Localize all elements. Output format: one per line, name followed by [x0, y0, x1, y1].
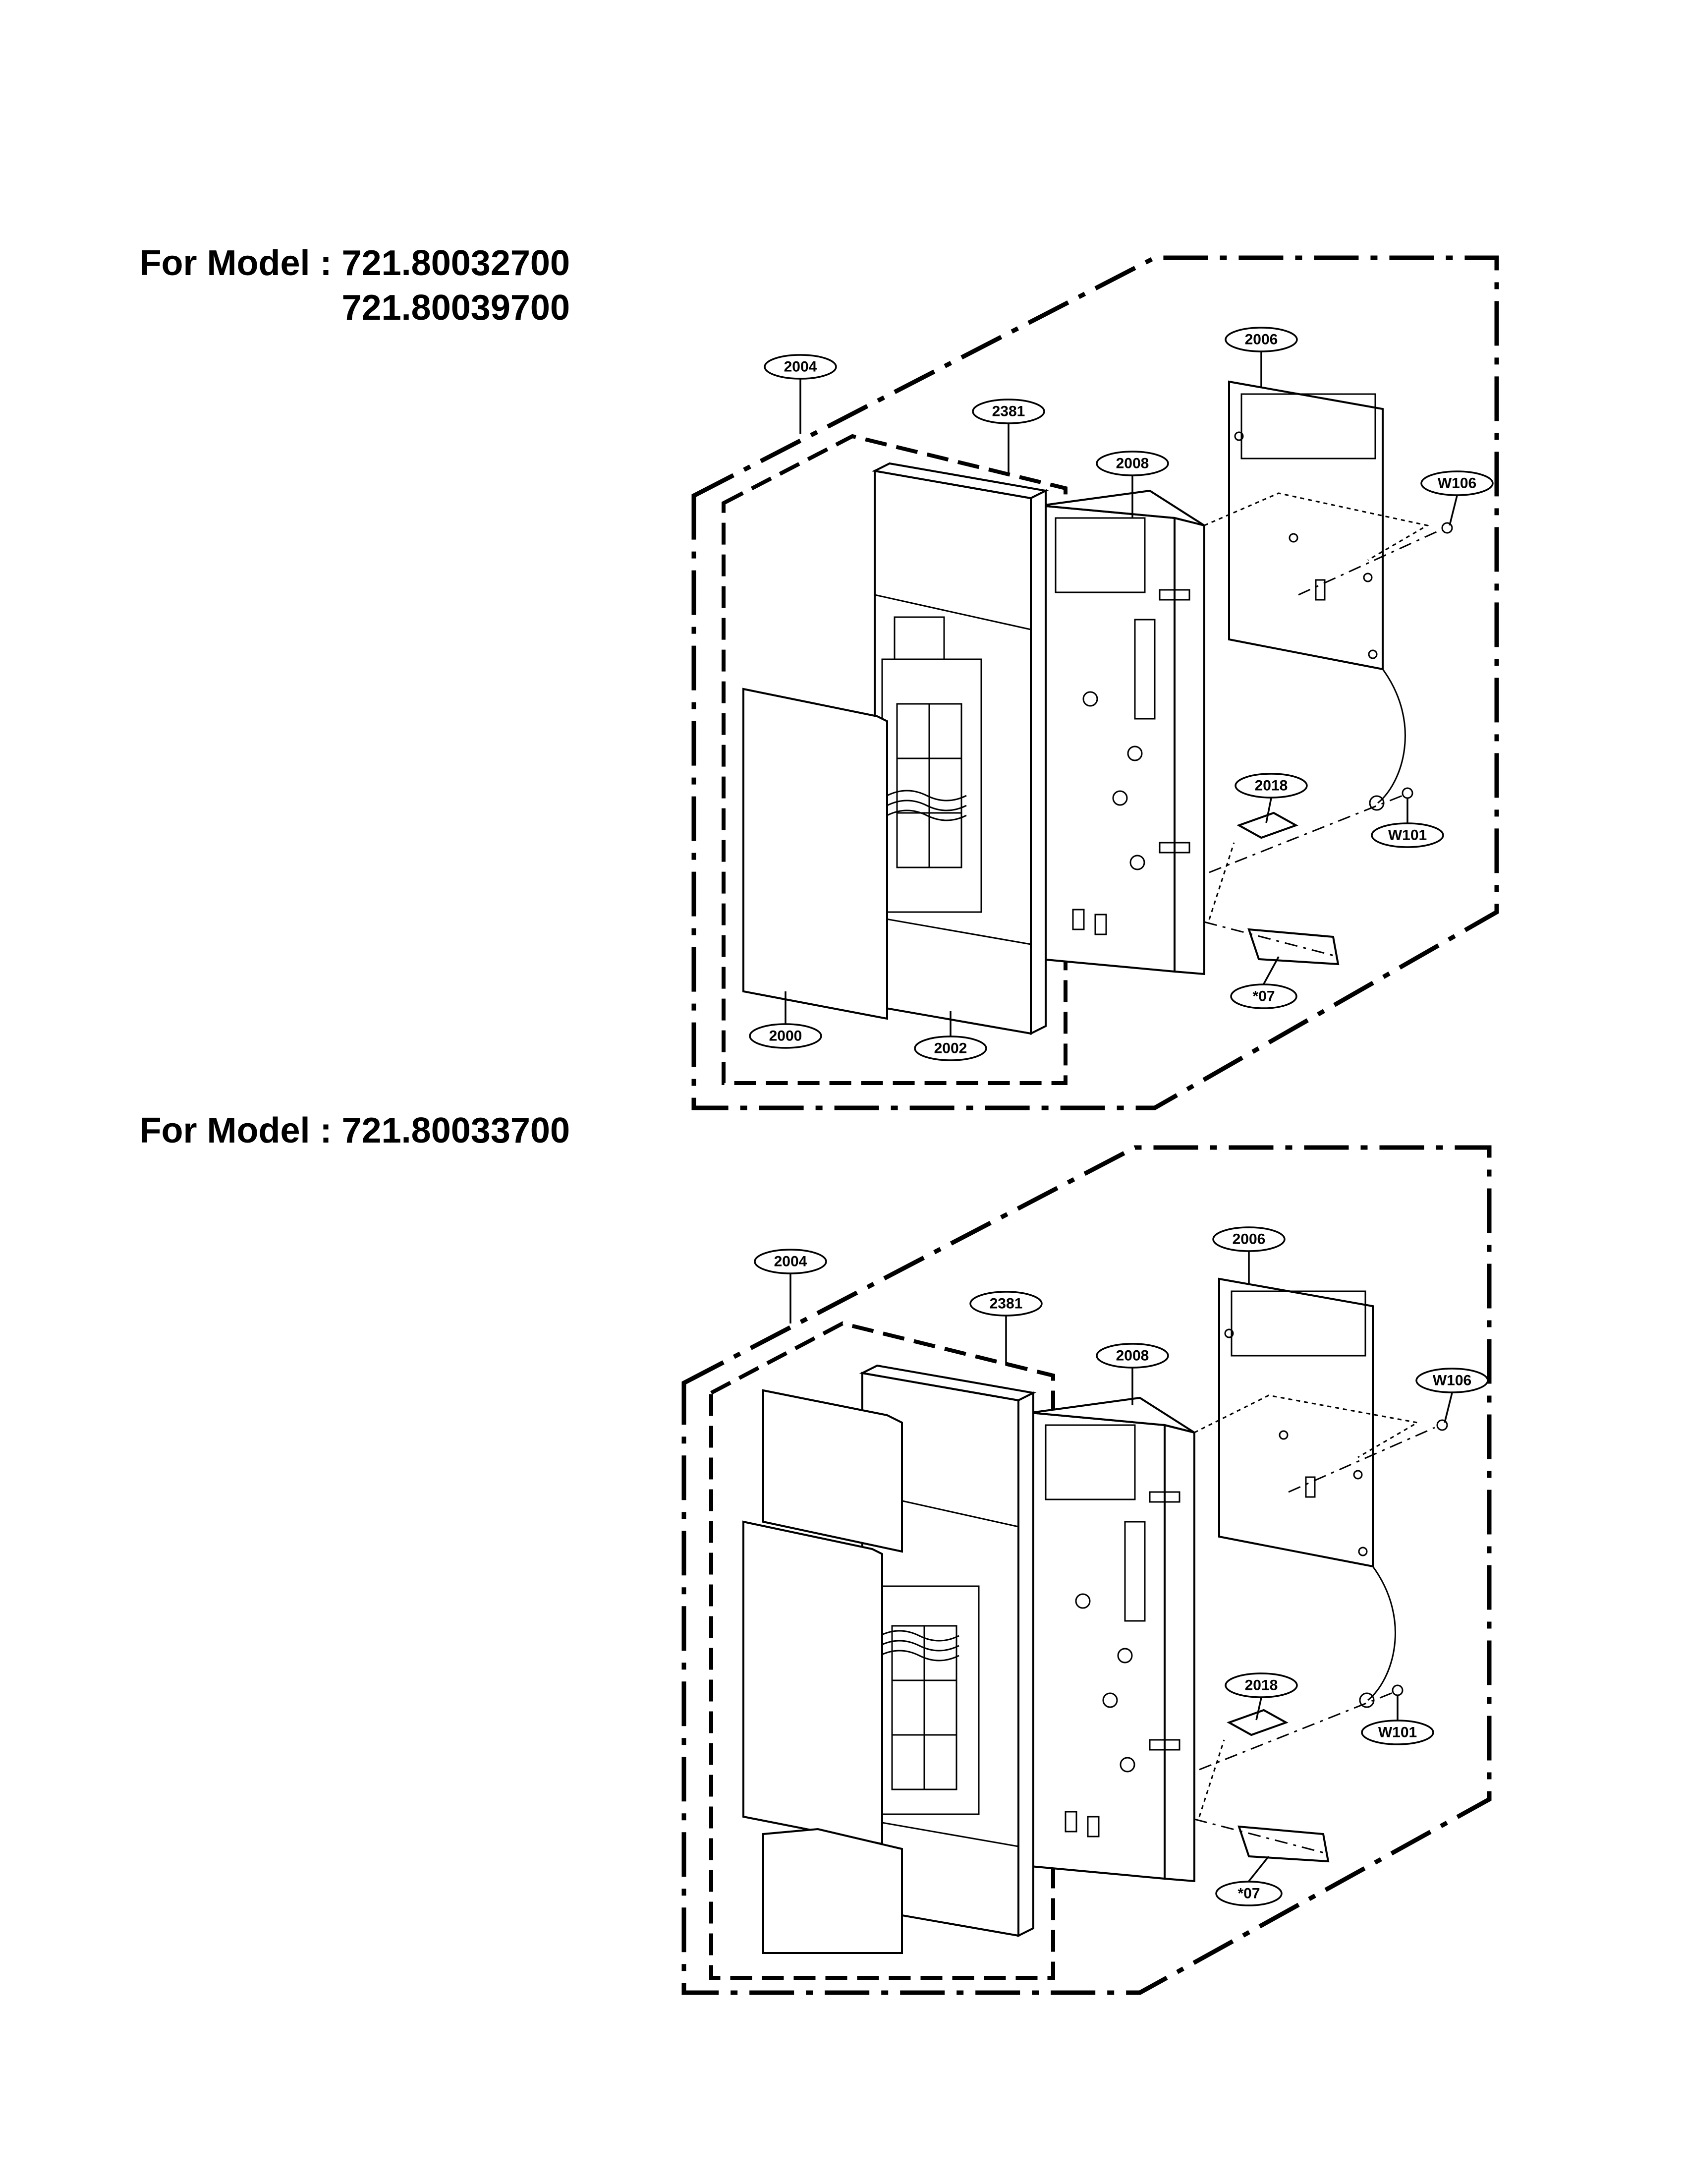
callout-2006: 2006 [1212, 1226, 1286, 1252]
bracket-part [1236, 811, 1298, 839]
screw-w101 [1402, 787, 1413, 799]
back-frame-part [1030, 1396, 1195, 1883]
svg-text:W106: W106 [1433, 1373, 1471, 1389]
svg-text:*07: *07 [1237, 1886, 1260, 1902]
callout-2004: 2004 [764, 354, 837, 380]
svg-text:2008: 2008 [1116, 1348, 1149, 1364]
callout-2381: 2381 [972, 399, 1045, 424]
screw-w106 [1436, 1419, 1448, 1431]
callout-w106: W106 [1420, 470, 1494, 496]
model-heading-1-second-line: 721.80039700 [341, 288, 570, 328]
callout-2018: 2018 [1235, 773, 1308, 799]
pcb-part [1204, 380, 1430, 671]
screw-w106 [1441, 522, 1453, 534]
ground-wire [1377, 669, 1406, 804]
filter-part [1247, 928, 1340, 966]
door-panel-part [742, 688, 888, 1020]
back-frame-part [1040, 489, 1205, 976]
top-cover-part [762, 1389, 903, 1553]
svg-text:2004: 2004 [774, 1254, 807, 1270]
callout-07: *07 [1230, 983, 1297, 1009]
callout-w106: W106 [1415, 1368, 1489, 1393]
svg-text:2000: 2000 [769, 1028, 802, 1044]
assembly-boundary [681, 1145, 1492, 1995]
bracket-part [1227, 1709, 1289, 1736]
screw-w101 [1392, 1684, 1404, 1696]
model-heading-2: For Model : 721.80033700 [139, 1111, 570, 1150]
svg-text:W106: W106 [1438, 475, 1476, 492]
svg-text:2006: 2006 [1233, 1231, 1266, 1248]
callout-2008: 2008 [1096, 1343, 1169, 1369]
assembly-diagram-1: 2004 2381 2008 2006 W106 2018 W101 *07 [691, 255, 1499, 1110]
svg-text:2004: 2004 [784, 359, 817, 375]
callout-w101: W101 [1361, 1720, 1434, 1745]
pcb-part [1194, 1277, 1420, 1568]
control-panel-boundary [722, 434, 1067, 1085]
callout-w101: W101 [1371, 822, 1444, 848]
svg-text:2008: 2008 [1116, 456, 1149, 472]
svg-text:2006: 2006 [1245, 332, 1278, 348]
svg-text:2018: 2018 [1245, 1677, 1278, 1694]
svg-text:*07: *07 [1252, 988, 1275, 1005]
callout-2002: 2002 [914, 1035, 987, 1061]
callout-2004: 2004 [754, 1249, 827, 1274]
svg-text:2381: 2381 [990, 1296, 1023, 1312]
callout-07: *07 [1215, 1881, 1283, 1906]
ground-wire [1367, 1566, 1396, 1701]
callout-2018: 2018 [1225, 1672, 1298, 1698]
svg-text:W101: W101 [1378, 1724, 1417, 1741]
svg-text:2381: 2381 [992, 403, 1025, 420]
assembly-boundary [691, 255, 1499, 1110]
callout-2006: 2006 [1225, 327, 1298, 352]
assembly-diagram-2: 2004 2381 2008 2006 W106 2018 W101 *07 [681, 1145, 1492, 1995]
svg-text:W101: W101 [1388, 827, 1427, 844]
bottom-cover-part [762, 1828, 903, 1954]
callout-2381: 2381 [969, 1291, 1043, 1317]
model-heading-1: For Model : 721.80032700 [139, 243, 570, 283]
control-panel-housing-part [871, 462, 1049, 1035]
filter-part [1237, 1825, 1330, 1863]
door-panel-part [742, 1520, 883, 1845]
svg-text:2002: 2002 [934, 1040, 967, 1057]
callout-2000: 2000 [749, 1023, 822, 1049]
callout-2008: 2008 [1096, 451, 1169, 476]
svg-text:2018: 2018 [1255, 778, 1288, 794]
